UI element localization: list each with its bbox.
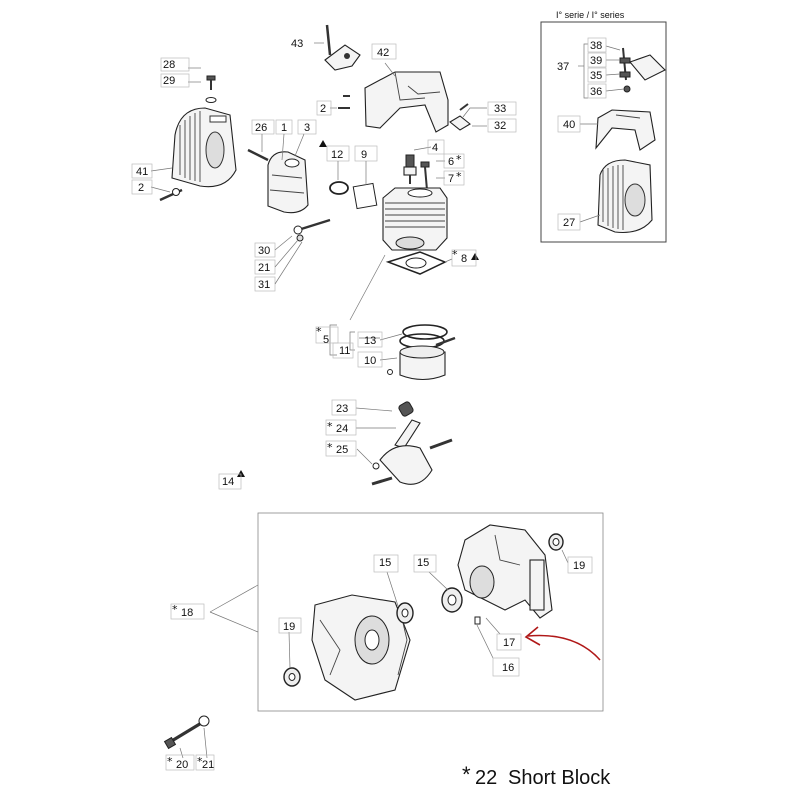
label-20: 20 [176,759,188,771]
callout-labels: 43 42 28 29 26 1 3 2 33 32 41 2 12 9 4 6… [136,38,602,771]
star-25: * [327,441,333,454]
part-15-bearing-right [441,587,463,613]
label-12: 12 [331,149,343,161]
part-2-screw-left [159,188,183,202]
label-9: 9 [361,149,367,161]
label-1: 1 [281,122,287,134]
triangle-marker-14 [237,470,245,477]
label-21-bottom: 21 [202,759,214,771]
part-41-filter-housing [171,107,237,188]
star-5: * [316,325,322,338]
part-12-gasket [329,181,349,195]
triangle-marker-8 [471,253,479,260]
label-boxes [165,37,607,771]
part-15-bearing-left [396,602,414,624]
part-19-seal-right [548,533,564,551]
part-19-seal-left [283,667,301,687]
label-8: 8 [461,253,467,265]
label-21-top: 21 [258,262,270,274]
series-inset: I° serie / I° series [540,10,667,243]
star-6: * [456,153,462,166]
label-19-left: 19 [283,621,295,633]
part-4-spark-plug [403,154,417,184]
part-16-pin [474,616,481,625]
star-20: * [167,755,173,768]
triangle-marker [319,140,327,147]
label-33: 33 [494,103,506,115]
caption-text: Short Block [508,767,611,789]
label-2-left: 2 [138,182,144,194]
label-28: 28 [163,59,175,71]
part-crankcase-left [311,594,411,701]
part-33-32-clips [449,103,471,131]
star-24: * [327,420,333,433]
label-38: 38 [590,40,602,52]
part-crankcase-right [457,524,553,619]
label-37: 37 [557,61,569,73]
label-39: 39 [590,55,602,67]
label-5: 5 [323,334,329,346]
part-20-21-bolt [163,715,210,750]
short-block-caption: * 22 Short Block [462,762,611,789]
pointer-arrow [524,626,601,661]
label-6: 6 [448,156,454,168]
label-31: 31 [258,279,270,291]
label-43: 43 [291,38,303,50]
label-15-left: 15 [379,557,391,569]
part-42-cylinder-cover [364,71,449,133]
label-30: 30 [258,245,270,257]
label-18: 18 [181,607,193,619]
label-2-top: 2 [320,103,326,115]
label-41: 41 [136,166,148,178]
label-10: 10 [364,355,376,367]
part-2-screw-top [338,95,350,109]
label-15-right: 15 [417,557,429,569]
label-40: 40 [563,119,575,131]
part-6-7-bolt [420,161,430,191]
crankcase-frame [257,512,604,712]
label-26: 26 [255,122,267,134]
label-32: 32 [494,120,506,132]
part-crankshaft [371,401,453,486]
label-17: 17 [503,637,515,649]
label-11: 11 [339,345,350,357]
label-14: 14 [222,476,234,488]
part-43-bracket [324,24,361,71]
label-27: 27 [563,217,575,229]
label-35: 35 [590,70,602,82]
star-18: * [172,603,178,616]
part-9-plate [352,182,378,210]
label-16: 16 [502,662,514,674]
label-3: 3 [304,122,310,134]
star-7: * [456,170,462,183]
inset-housing-27 [597,159,653,234]
part-cylinder [382,187,448,251]
caption-star: * [462,762,471,787]
inset-cover-40 [595,109,656,151]
label-24: 24 [336,423,348,435]
part-piston-group [387,324,456,381]
part-30-21-31-screws [293,218,331,242]
label-19-right: 19 [573,560,585,572]
star-21: * [197,755,203,768]
star-8: * [452,248,458,261]
label-25: 25 [336,444,348,456]
label-7: 7 [448,173,454,185]
label-29: 29 [163,75,175,87]
label-36: 36 [590,86,602,98]
part-28-29-screw [205,75,217,103]
label-42: 42 [377,47,389,59]
part-3-muffler [247,148,309,214]
inset-screw-assembly [619,47,666,93]
caption-number: 22 [475,767,497,789]
label-4: 4 [432,142,438,154]
label-23: 23 [336,403,348,415]
label-13: 13 [364,335,376,347]
inset-header: I° serie / I° series [556,10,625,20]
